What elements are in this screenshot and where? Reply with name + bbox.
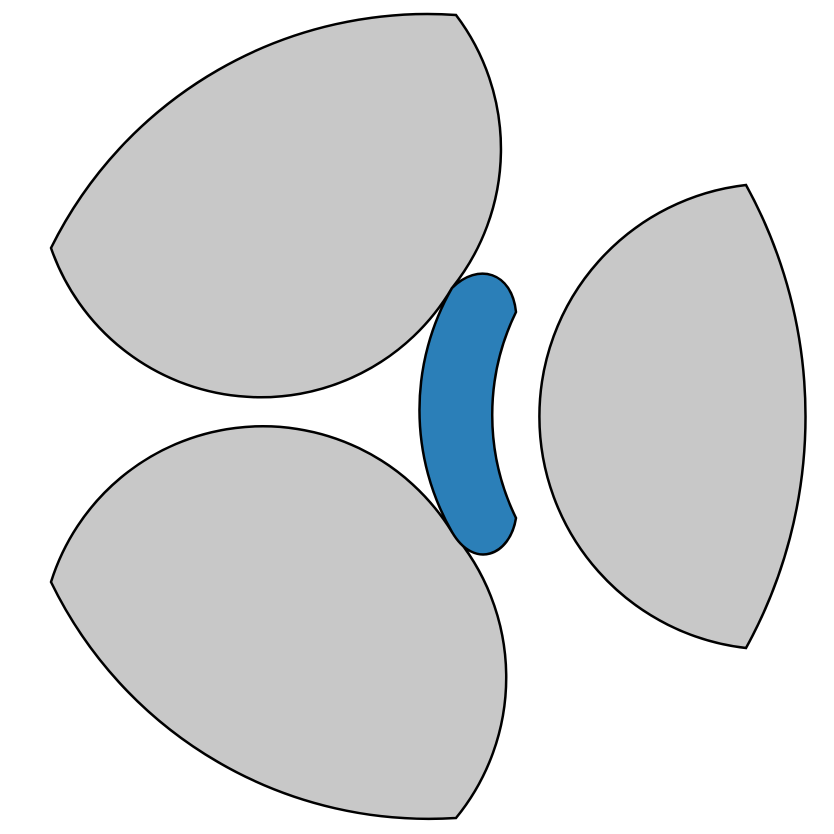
lobe-bottom-left bbox=[49, 425, 508, 821]
lobe-right bbox=[538, 183, 807, 650]
lobe-top-left bbox=[49, 12, 503, 399]
center-crescent bbox=[418, 272, 518, 556]
